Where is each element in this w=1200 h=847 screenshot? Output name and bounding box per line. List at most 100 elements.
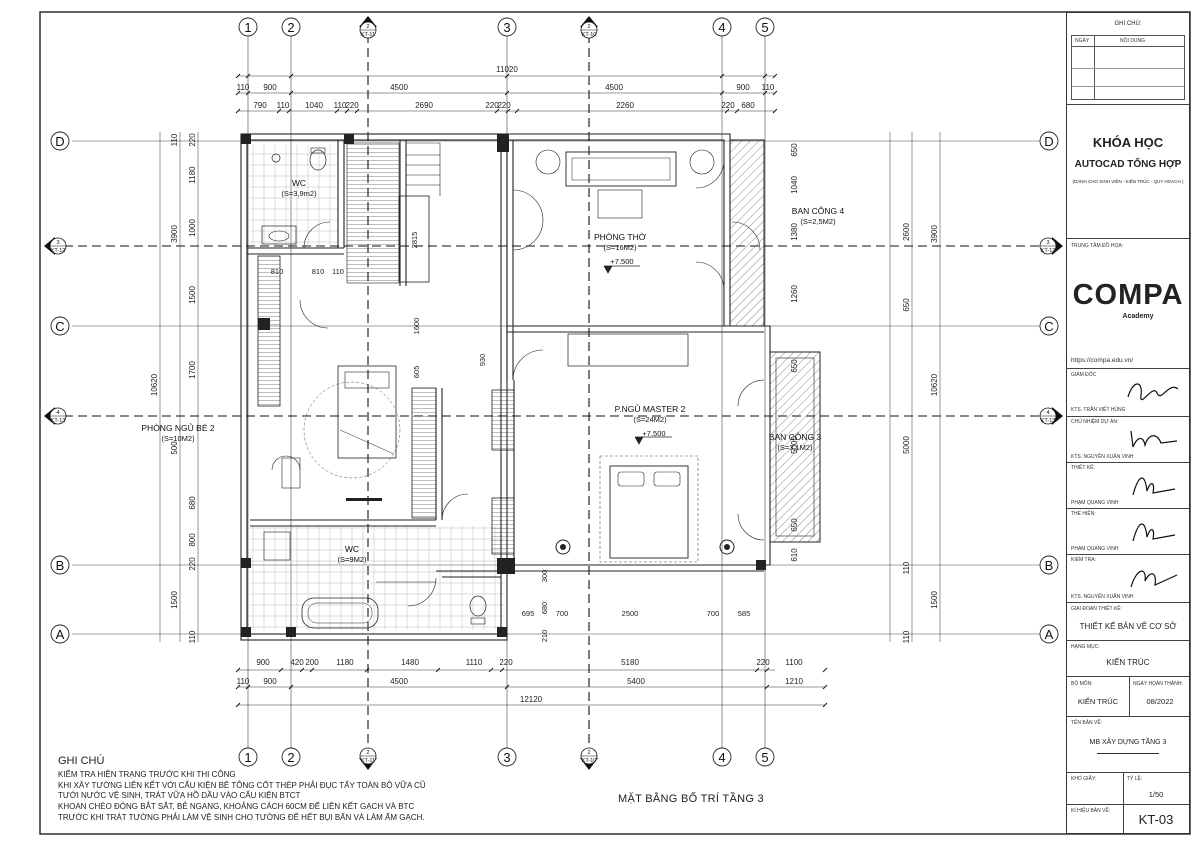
- room-altar-area: (S=16M2): [603, 243, 637, 252]
- room-wc-top-name: WC: [292, 178, 306, 188]
- svg-text:2: 2: [587, 24, 590, 30]
- inner-dim-9: 680: [540, 602, 549, 615]
- dim-left-0: 110: [170, 133, 179, 146]
- dim-top-r2-3: 110: [334, 101, 347, 110]
- dim-bot-r1-5: 1110: [466, 658, 483, 667]
- grid-label-d: D: [55, 134, 64, 149]
- discipline-label: BỘ MÔN:: [1071, 681, 1093, 687]
- room-balcony4-name: BAN CÔNG 4: [792, 206, 845, 216]
- dim-top-r2-2: 1040: [305, 101, 323, 110]
- dim-bot-r1-0: 900: [256, 658, 270, 667]
- room-bedroom2-name: PHÒNG NGỦ BÉ 2: [141, 422, 214, 433]
- designer-name: PHẠM QUANG VINH: [1071, 500, 1119, 506]
- staircase: [346, 142, 400, 284]
- grid-label-2: 2: [287, 20, 294, 35]
- drafter-label: THỂ HIỆN:: [1071, 511, 1096, 517]
- dim-left-4: 3900: [170, 225, 179, 243]
- dim-right-10: 5000: [902, 436, 911, 454]
- section-marker-kt12-left: 3KT-12: [44, 237, 67, 255]
- balcony-3: [769, 351, 821, 543]
- svg-text:2: 2: [587, 750, 590, 756]
- paper-size-label: KHỔ GIẤY:: [1071, 776, 1097, 782]
- dim-right-2: 1380: [790, 223, 799, 241]
- phase-box: GIAI ĐOẠN THIẾT KẾ: THIẾT KẾ BẢN VẼ CƠ S…: [1067, 603, 1189, 641]
- project-lead-signature: [1130, 430, 1178, 448]
- revision-table: NGÀY NỘI DUNG: [1071, 35, 1185, 100]
- dim-right-12: 610: [790, 548, 799, 562]
- dim-top-r2-5: 2690: [415, 101, 433, 110]
- grid-label-5: 5: [761, 20, 768, 35]
- dim-left-9: 680: [188, 496, 197, 510]
- room-wc-top-area: (S=3,9m2): [281, 189, 317, 198]
- svg-text:KT-12: KT-12: [1041, 248, 1056, 254]
- note-line: TƯỚI NƯỚC VỆ SINH, TRÁT VỮA HỒ DẦU VÀO C…: [58, 791, 301, 801]
- discipline-date-box: BỘ MÔN: KIẾN TRÚC NGÀY HOÀN THÀNH: 08/20…: [1067, 677, 1189, 717]
- inner-dim-14: 210: [540, 630, 549, 643]
- dim-right-3: 2600: [902, 223, 911, 241]
- dim-left-7: 10620: [150, 373, 159, 396]
- dim-bot-r2-4: 1210: [785, 677, 803, 686]
- dim-bot-r1-9: 1100: [785, 658, 803, 667]
- room-bedroom2-area: (S=10M2): [161, 434, 195, 443]
- room-balcony3-area: (S=3,1M2): [777, 443, 813, 452]
- completion-label: NGÀY HOÀN THÀNH:: [1133, 681, 1183, 687]
- grid-label-1-bottom: 1: [244, 750, 251, 765]
- dim-right-1: 1040: [790, 176, 799, 194]
- dim-left-8: 500: [170, 441, 179, 455]
- dimension-ticks: [235, 73, 828, 708]
- inner-dim-4: 1600: [412, 318, 421, 335]
- grid-label-5-bottom: 5: [761, 750, 768, 765]
- course-title-2: AUTOCAD TỔNG HỢP: [1074, 159, 1182, 170]
- dim-left-12: 1500: [170, 591, 179, 609]
- category-box: HẠNG MỤC: KIẾN TRÚC: [1067, 641, 1189, 677]
- section-markers: 2KT-11 2KT-10 2KT-11 2KT-10 3KT-12 4KT-1…: [44, 16, 1063, 770]
- category-label: HẠNG MỤC:: [1071, 644, 1100, 650]
- dim-top-r2-1: 110: [277, 101, 290, 110]
- floor-plan: 2815 810 810 110 1600 605 930 300 695 68…: [141, 133, 845, 643]
- drawing-code-value: KT-03: [1138, 812, 1174, 827]
- room-master-level: +7.500: [642, 429, 665, 438]
- dim-left-3: 1000: [188, 219, 197, 237]
- grid-label-4: 4: [718, 20, 725, 35]
- svg-text:3: 3: [56, 240, 59, 246]
- grid-label-b-right: B: [1045, 558, 1054, 573]
- svg-text:KT-11: KT-11: [361, 758, 375, 764]
- section-marker-kt11-top: 2KT-11: [359, 16, 377, 39]
- dim-right-4: 3900: [930, 225, 939, 243]
- room-wc-bottom-area: (S=9M2): [338, 555, 367, 564]
- scale-value: 1/50: [1148, 790, 1164, 799]
- dim-left-5: 1500: [188, 286, 197, 304]
- discipline-value: KIẾN TRÚC: [1077, 697, 1119, 706]
- room-balcony4-area: (S=2,5M2): [800, 217, 836, 226]
- center-box: TRUNG TÂM ĐỒ HỌA: COMPA Academy https://…: [1067, 239, 1189, 369]
- inner-dim-8: 695: [522, 609, 535, 618]
- section-marker-kt11-bottom: 2KT-11: [359, 747, 377, 770]
- inner-dim-5: 605: [412, 366, 421, 379]
- section-marker-kt10-top: 2KT-10: [580, 16, 598, 39]
- grid-lines: [72, 36, 1040, 752]
- director-label: GIÁM ĐỐC: [1071, 372, 1097, 378]
- revision-date-header: NGÀY: [1075, 38, 1090, 44]
- dim-top-r1-1: 900: [263, 83, 277, 92]
- phase-label: GIAI ĐOẠN THIẾT KẾ:: [1071, 606, 1122, 612]
- inner-dim-1: 810: [271, 267, 284, 276]
- note-line: KHI XÂY TƯỜNG LIÊN KẾT VỚI CẤU KIỆN BÊ T…: [58, 780, 426, 790]
- dim-right-7: 10620: [930, 373, 939, 396]
- plan-title: MẶT BẰNG BỐ TRÍ TẦNG 3: [618, 793, 764, 805]
- svg-text:KT-13: KT-13: [1041, 418, 1056, 424]
- compa-logo-sub: Academy: [1122, 313, 1154, 320]
- inner-dim-3: 110: [332, 267, 344, 276]
- course-title-1: KHÓA HỌC: [1092, 135, 1164, 150]
- room-balcony3-name: BAN CÔNG 3: [769, 432, 822, 442]
- room-master-name: P.NGỦ MASTER 2: [615, 403, 686, 414]
- revision-notes-label: GHI CHÚ:: [1114, 21, 1142, 27]
- dim-bot-r1-3: 1180: [336, 658, 354, 667]
- grid-label-4-bottom: 4: [718, 750, 725, 765]
- grid-label-b: B: [56, 558, 65, 573]
- dim-top-r1-5: 110: [762, 83, 775, 92]
- checker-name: KTS. NGUYỄN XUÂN VINH: [1071, 594, 1134, 600]
- dim-top-r2-8: 2260: [616, 101, 634, 110]
- room-altar-level: +7.500: [610, 257, 633, 266]
- inner-dim-2: 810: [312, 267, 325, 276]
- dim-right-6: 650: [902, 298, 911, 312]
